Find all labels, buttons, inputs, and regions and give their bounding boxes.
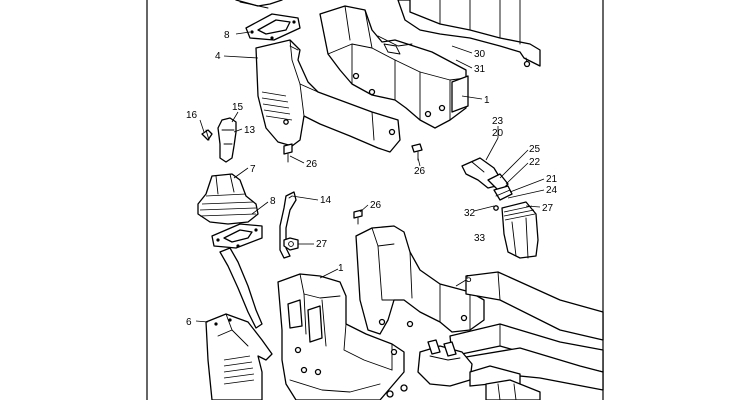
shift-boot-bezel-upper bbox=[245, 13, 301, 41]
rear-bracket-lower bbox=[355, 225, 485, 335]
callout-16: 16 bbox=[186, 110, 198, 121]
callout-23: 23 bbox=[492, 116, 504, 127]
upper-console-housing bbox=[319, 5, 469, 129]
callout-21: 21 bbox=[546, 174, 558, 185]
callout-8-top: 8 bbox=[224, 30, 230, 41]
callout-1-top: 1 bbox=[484, 95, 490, 106]
callout-1-bottom: 1 bbox=[338, 263, 344, 274]
side-cover-left bbox=[255, 39, 401, 153]
callout-26-a: 26 bbox=[306, 159, 318, 170]
callout-5: 5 bbox=[466, 274, 472, 285]
side-cover-lower-left bbox=[205, 313, 273, 400]
callout-4: 4 bbox=[215, 51, 221, 62]
callout-6: 6 bbox=[186, 317, 192, 328]
shift-boot-bezel-lower bbox=[211, 223, 263, 249]
callout-15: 15 bbox=[232, 102, 244, 113]
callout-33: 33 bbox=[474, 233, 486, 244]
callout-24: 24 bbox=[546, 185, 558, 196]
callout-13: 13 bbox=[244, 125, 256, 136]
hydraulic-valve-block bbox=[386, 339, 541, 400]
rear-support-bracket bbox=[397, 0, 541, 68]
nut-27-left bbox=[283, 237, 299, 251]
leader-lines bbox=[195, 31, 545, 323]
callout-22: 22 bbox=[529, 157, 541, 168]
shift-boot bbox=[197, 173, 259, 225]
callout-30: 30 bbox=[474, 49, 486, 60]
callout-27-a: 27 bbox=[316, 239, 328, 250]
callout-27-b: 27 bbox=[542, 203, 554, 214]
floor-frame-rails bbox=[449, 271, 604, 391]
callout-7: 7 bbox=[250, 164, 256, 175]
lever-boot-33 bbox=[501, 201, 539, 259]
callout-26-c: 26 bbox=[370, 200, 382, 211]
callouts: 8 4 30 31 1 15 16 13 26 26 7 8 14 26 27 … bbox=[186, 30, 558, 328]
callout-8-mid: 8 bbox=[270, 196, 276, 207]
shift-knob-assembly bbox=[201, 117, 237, 163]
bolt-26-upper bbox=[283, 143, 293, 163]
lower-console-housing bbox=[277, 273, 405, 400]
callout-20: 20 bbox=[492, 128, 504, 139]
callout-26-b: 26 bbox=[414, 166, 426, 177]
control-lever-grip bbox=[461, 157, 513, 211]
callout-31: 31 bbox=[474, 64, 486, 75]
callout-14: 14 bbox=[320, 195, 332, 206]
shift-cover-top bbox=[235, 0, 283, 9]
callout-25: 25 bbox=[529, 144, 541, 155]
bolt-26-right bbox=[411, 143, 423, 161]
throttle-cable-lever bbox=[219, 247, 263, 329]
bolt-26-lower bbox=[353, 209, 363, 225]
callout-32: 32 bbox=[464, 208, 476, 219]
